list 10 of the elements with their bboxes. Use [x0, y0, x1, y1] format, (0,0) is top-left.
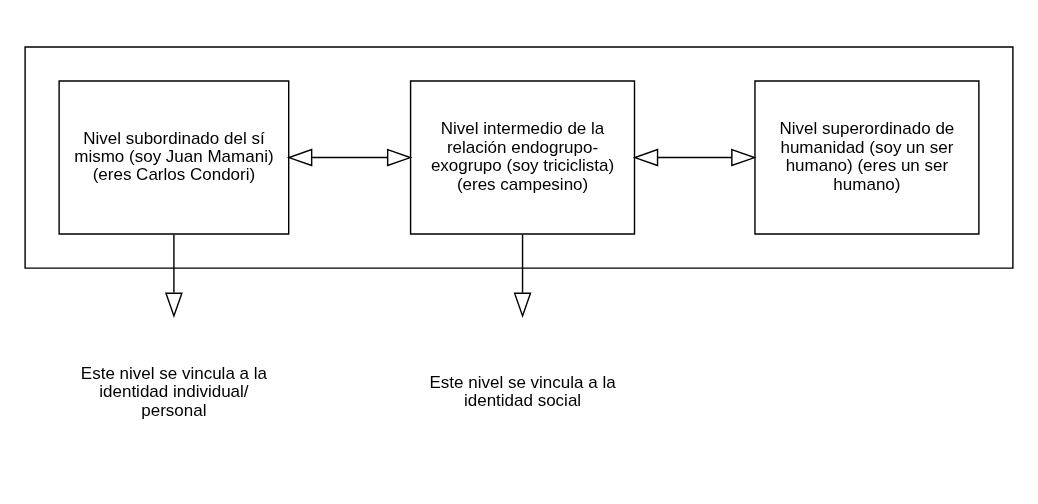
arrow: [286, 148, 413, 166]
arrow: [164, 233, 183, 318]
node-box: Nivel intermedio de la relación endogrupo-exogrupo (soy triciclista) (eres campesino): [409, 79, 636, 235]
node-box: Nivel superordinado de humanidad (soy un ser humano) (eres un ser humano): [754, 79, 980, 235]
arrow: [513, 233, 532, 318]
cluster: [24, 45, 1014, 269]
node-text: Este nivel se vincula a la identidad individual/ personal: [80, 363, 267, 420]
node-box: Nivel subordinado del sí mismo (soy Juan Mamani) (eres Carlos Condori): [58, 79, 290, 235]
node-text: Este nivel se vincula a la identidad social: [429, 372, 616, 410]
arrow: [632, 148, 757, 166]
